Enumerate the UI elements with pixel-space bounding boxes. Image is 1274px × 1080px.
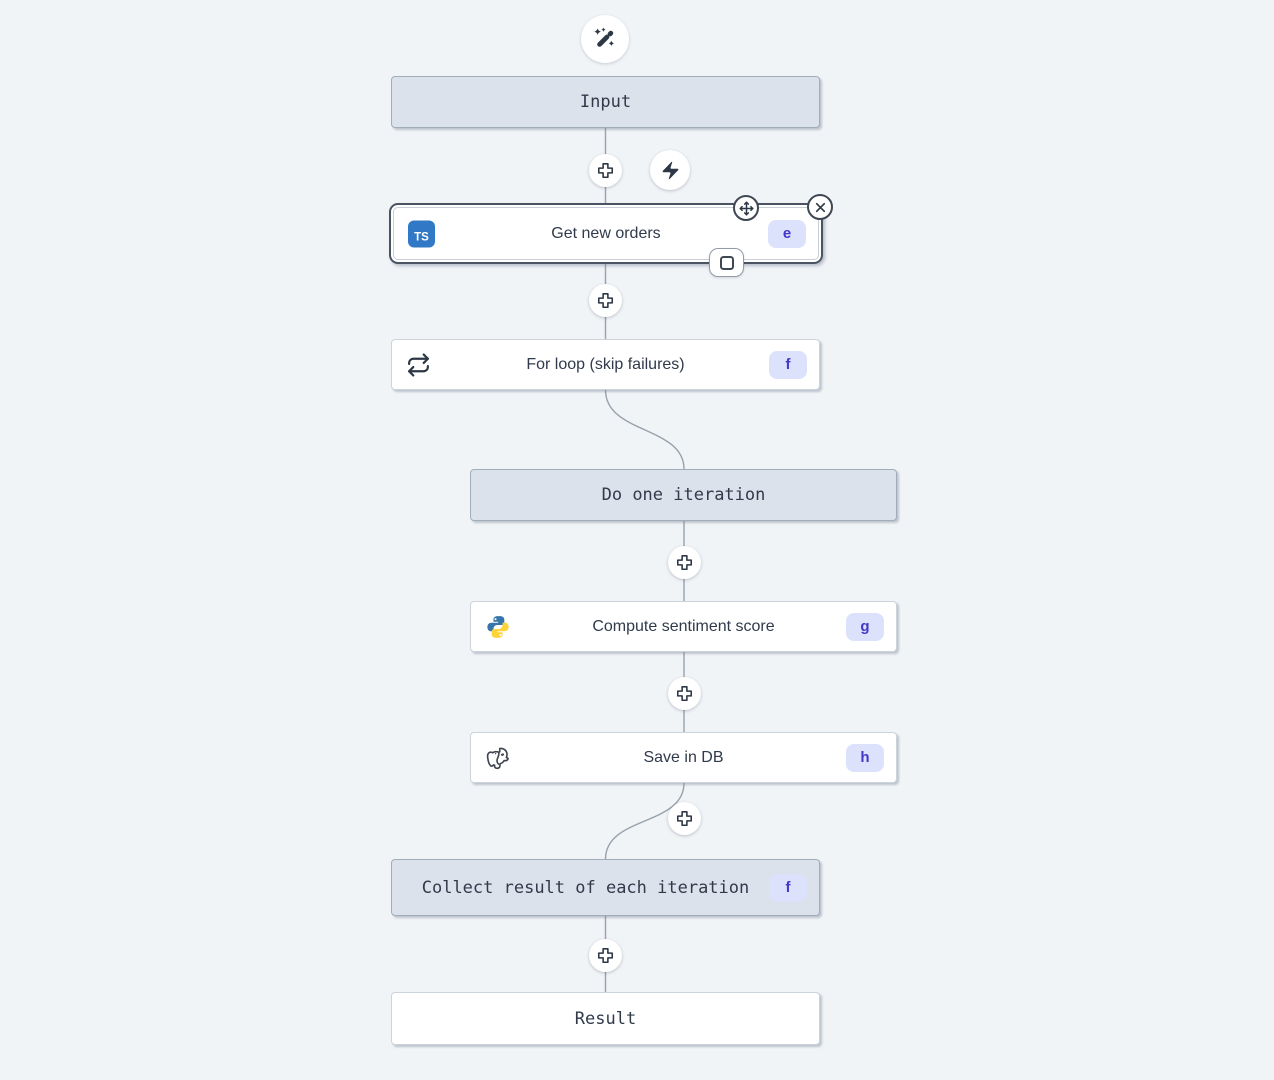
trigger-button[interactable]	[650, 150, 690, 190]
node-do-one-iteration[interactable]: Do one iteration	[470, 469, 897, 521]
step-id-badge: g	[846, 612, 884, 641]
plus-icon	[675, 553, 694, 572]
node-label: Get new orders	[551, 224, 661, 242]
typescript-icon-label: TS	[414, 231, 429, 243]
ai-flow-builder-button[interactable]	[581, 15, 629, 63]
square-icon-button[interactable]	[709, 248, 744, 277]
delete-step-button[interactable]	[807, 194, 833, 220]
step-id-badge: e	[768, 219, 806, 248]
node-label: For loop (skip failures)	[526, 355, 685, 373]
plus-icon	[596, 291, 615, 310]
repeat-icon	[406, 352, 431, 377]
step-id-badge: f	[769, 873, 807, 902]
node-label: Collect result of each iteration	[421, 877, 750, 898]
add-step-button[interactable]	[589, 284, 622, 317]
python-icon	[485, 614, 511, 640]
node-label: Compute sentiment score	[592, 617, 775, 635]
node-label: Input	[579, 92, 632, 112]
node-save-in-db[interactable]: Save in DB h	[470, 732, 897, 783]
move-step-button[interactable]	[733, 195, 759, 221]
move-icon	[739, 201, 754, 216]
node-label: Do one iteration	[601, 485, 766, 505]
close-icon	[814, 201, 827, 214]
step-id-badge: f	[769, 350, 807, 379]
add-step-button[interactable]	[668, 802, 701, 835]
square-icon	[719, 255, 734, 270]
plus-icon	[675, 684, 694, 703]
add-step-button[interactable]	[668, 546, 701, 579]
step-id-badge: h	[846, 743, 884, 772]
add-step-button[interactable]	[589, 154, 622, 187]
plus-icon	[596, 946, 615, 965]
node-result[interactable]: Result	[391, 992, 820, 1045]
node-input[interactable]: Input	[391, 76, 820, 128]
add-step-button[interactable]	[589, 939, 622, 972]
typescript-icon: TS	[408, 220, 435, 247]
plus-icon	[675, 809, 694, 828]
add-step-button[interactable]	[668, 677, 701, 710]
wand-sparkles-icon	[592, 26, 618, 52]
node-collect-result[interactable]: Collect result of each iteration f	[391, 859, 820, 916]
zap-icon	[660, 160, 681, 181]
node-for-loop[interactable]: For loop (skip failures) f	[391, 339, 820, 390]
postgresql-icon	[485, 745, 511, 771]
node-label: Save in DB	[643, 748, 724, 766]
plus-icon	[596, 161, 615, 180]
node-compute-sentiment-score[interactable]: Compute sentiment score g	[470, 601, 897, 652]
node-label: Result	[574, 1008, 637, 1029]
